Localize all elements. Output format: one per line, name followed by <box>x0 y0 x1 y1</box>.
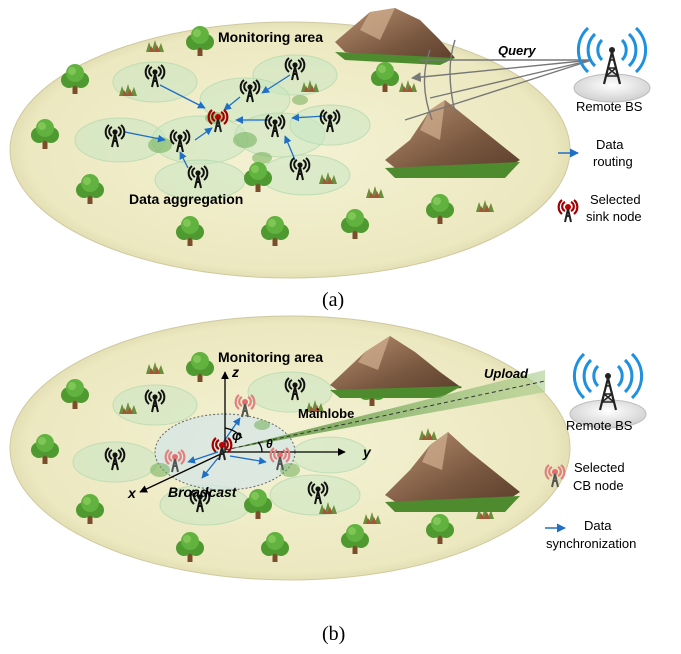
x-axis-label: x <box>127 485 137 501</box>
caption-a: (a) <box>322 289 344 311</box>
query-label: Query <box>498 43 536 58</box>
sink-node-legend-icon <box>557 198 579 224</box>
routing-arrows <box>124 74 326 169</box>
panel-a: Monitoring area Query Remote BS Data agg… <box>9 8 652 311</box>
mountain-top-b <box>330 336 462 398</box>
mountain-bottom-b <box>385 432 520 512</box>
mountain-top-a <box>335 8 455 65</box>
theta-label: θ <box>266 437 273 451</box>
upload-label: Upload <box>484 366 529 381</box>
coverage-areas-a <box>74 54 371 201</box>
overlap-regions-b <box>150 420 300 477</box>
legend-b <box>544 463 566 533</box>
y-axis-label: y <box>362 444 372 460</box>
remote-bs-label-b: Remote BS <box>566 418 633 433</box>
data-aggregation-label: Data aggregation <box>129 191 243 207</box>
panel-b: Monitoring area Upload Remote BS Mainlob… <box>9 315 648 645</box>
remote-bs-label-a: Remote BS <box>576 99 643 114</box>
legend-sync-line1: Data <box>584 518 612 533</box>
legend-sink-line2: sink node <box>586 209 642 224</box>
phi-label: φ <box>232 427 242 443</box>
legend-sink-line1: Selected <box>590 192 641 207</box>
remote-bs-icon <box>572 26 652 104</box>
upload-direction <box>224 380 546 451</box>
legend-cb-line2: CB node <box>573 478 624 493</box>
theta-arc <box>257 441 263 453</box>
remote-bs-icon <box>568 352 648 430</box>
z-axis-label: z <box>231 364 239 380</box>
x-axis <box>139 451 226 493</box>
phi-arc <box>224 427 243 439</box>
legend-routing-line1: Data <box>596 137 624 152</box>
legend-cb-line1: Selected <box>574 460 625 475</box>
broadcast-label: Broadcast <box>168 484 238 500</box>
query-beam <box>404 39 593 121</box>
caption-b: (b) <box>322 623 345 645</box>
monitoring-area-label-a: Monitoring area <box>218 29 323 45</box>
mountain-bottom-a <box>385 100 520 178</box>
legend-routing-line2: routing <box>593 154 633 169</box>
mainlobe-beam <box>225 370 545 450</box>
legend-a <box>557 148 579 224</box>
monitoring-area-label-b: Monitoring area <box>218 349 323 365</box>
overlap-regions-a <box>148 95 308 164</box>
mainlobe-label: Mainlobe <box>298 406 354 421</box>
legend-sync-line2: synchronization <box>546 536 636 551</box>
